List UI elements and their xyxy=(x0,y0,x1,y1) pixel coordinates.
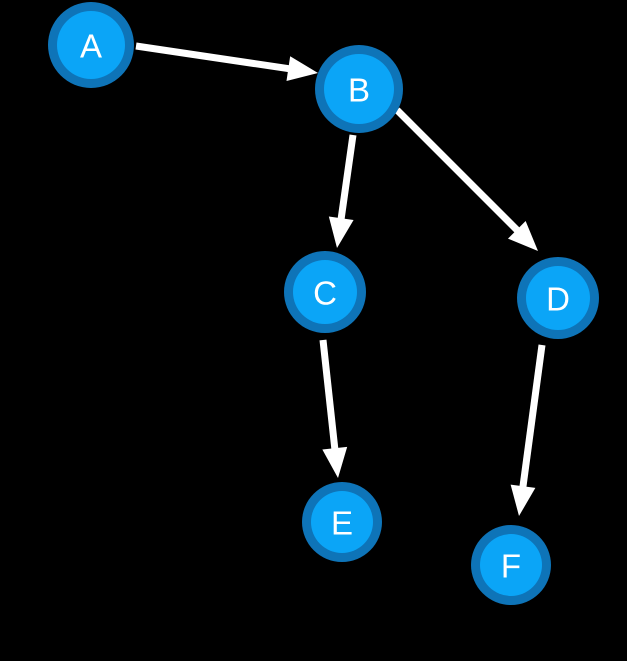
graph-node-a[interactable]: A xyxy=(48,2,134,88)
edges-layer xyxy=(135,42,546,516)
node-label: E xyxy=(331,505,353,542)
node-label: D xyxy=(546,281,570,318)
node-label: F xyxy=(501,548,521,585)
graph-node-b[interactable]: B xyxy=(315,45,403,133)
arrow-head-icon xyxy=(328,216,354,248)
node-core xyxy=(324,54,394,124)
graph-edge[interactable] xyxy=(328,134,357,248)
edge-line xyxy=(394,107,523,236)
graph-node-e[interactable]: E xyxy=(302,482,382,562)
graph-node-f[interactable]: F xyxy=(471,525,551,605)
graph-node-c[interactable]: C xyxy=(284,251,366,333)
edge-line xyxy=(135,42,293,73)
node-core xyxy=(293,260,357,324)
node-core xyxy=(57,11,125,79)
arrow-head-icon xyxy=(322,446,348,478)
node-label: C xyxy=(313,275,337,312)
edge-line xyxy=(319,339,339,453)
graph-edge[interactable] xyxy=(135,42,318,81)
edge-line xyxy=(518,344,546,491)
node-core xyxy=(311,491,373,553)
edge-line xyxy=(337,134,357,223)
node-core xyxy=(526,266,590,330)
node-label: B xyxy=(348,72,370,109)
nodes-layer: A B C D E F xyxy=(48,2,599,605)
arrow-head-icon xyxy=(510,484,536,516)
node-label: A xyxy=(80,28,102,65)
graph-edge[interactable] xyxy=(394,107,538,251)
arrow-head-icon xyxy=(286,56,318,81)
graph-edge[interactable] xyxy=(319,339,348,478)
graph-edge[interactable] xyxy=(510,344,546,516)
arrow-head-icon xyxy=(507,220,538,251)
graph-node-d[interactable]: D xyxy=(517,257,599,339)
node-core xyxy=(480,534,542,596)
